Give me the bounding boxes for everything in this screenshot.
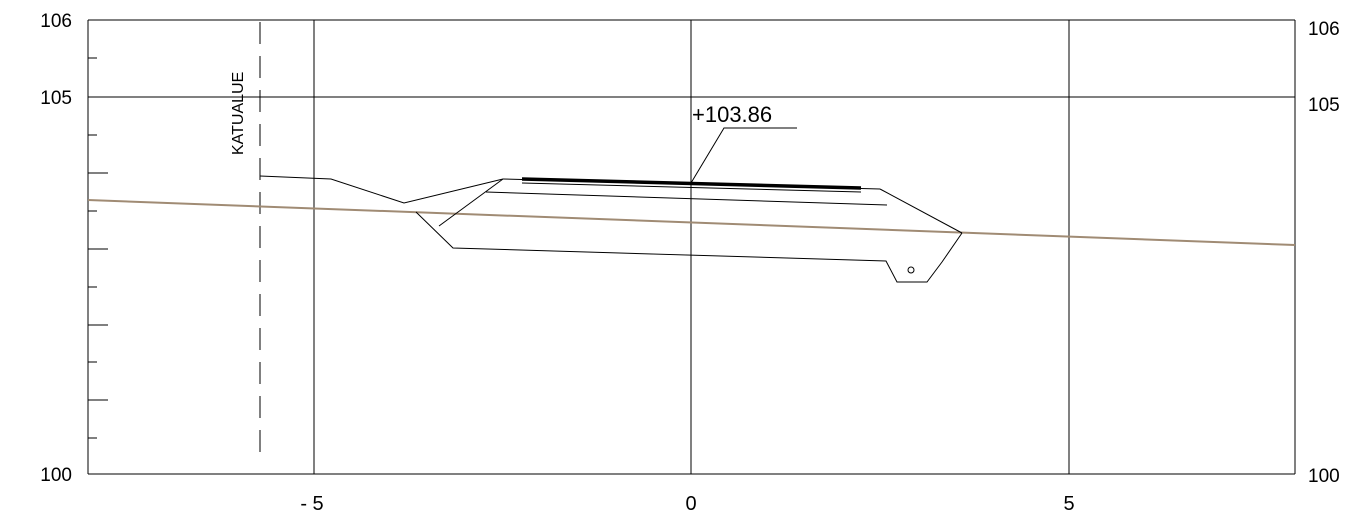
left-shoulder-profile bbox=[259, 175, 504, 204]
elevation-leader-line bbox=[690, 127, 797, 184]
x-label-0: 0 bbox=[685, 493, 696, 515]
y-label-right-100: 100 bbox=[1308, 466, 1340, 487]
paving-thick-line bbox=[521, 177, 862, 190]
plot-frame bbox=[87, 19, 1296, 475]
existing-ground-line bbox=[87, 199, 1296, 246]
drain-pipe-icon bbox=[907, 266, 915, 274]
right-subgrade-slope bbox=[879, 188, 963, 234]
x-label-5: 5 bbox=[1063, 493, 1074, 515]
x-label-minus5: - 5 bbox=[300, 493, 323, 515]
y-label-left-100: 100 bbox=[40, 465, 72, 486]
katualue-label: KATUALUE bbox=[230, 72, 247, 155]
elevation-label: +103.86 bbox=[692, 102, 772, 127]
paving-thin-underline bbox=[521, 182, 862, 193]
base-layer-line bbox=[485, 191, 888, 206]
y-label-right-105: 105 bbox=[1308, 95, 1340, 116]
y-label-right-106: 106 bbox=[1308, 19, 1340, 40]
y-label-left-106: 106 bbox=[40, 11, 72, 32]
left-minor-ticks bbox=[88, 57, 108, 439]
excavation-bottom-profile bbox=[415, 211, 963, 283]
left-subgrade-slope bbox=[438, 178, 504, 227]
y-label-left-105: 105 bbox=[40, 88, 72, 109]
